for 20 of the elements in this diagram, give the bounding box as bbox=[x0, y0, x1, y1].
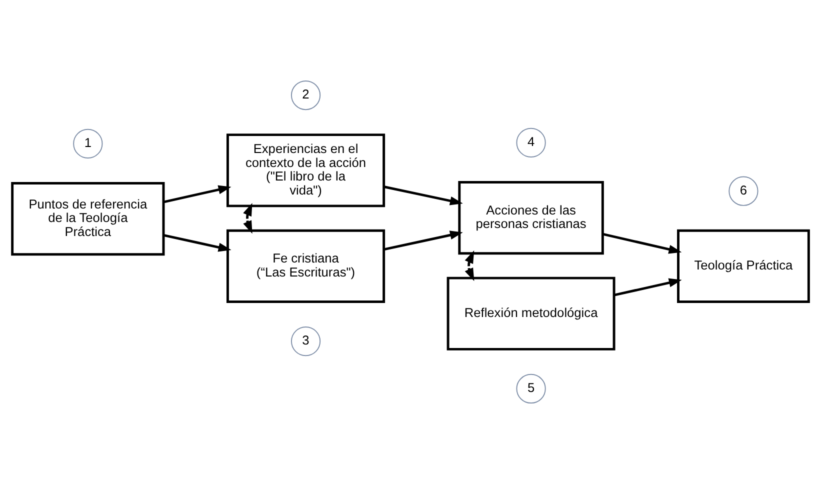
node-circle: 2 bbox=[290, 80, 321, 110]
node-circle: 5 bbox=[516, 374, 546, 404]
node-circle: 4 bbox=[516, 128, 546, 158]
node-circle: 6 bbox=[728, 176, 758, 206]
arrow bbox=[384, 186, 463, 206]
arrow bbox=[614, 278, 682, 296]
node-box: Puntos de referencia de la Teología Práctica bbox=[11, 182, 165, 256]
arrow bbox=[602, 232, 682, 254]
node-box: Reflexión metodológica bbox=[446, 276, 616, 350]
node-box: Acciones de las personas cristianas bbox=[458, 180, 604, 255]
arrow bbox=[163, 234, 232, 252]
node-circle: 3 bbox=[290, 326, 321, 356]
node-box: Fe cristiana (“Las Escrituras") bbox=[226, 229, 386, 303]
node-circle: 1 bbox=[73, 128, 103, 159]
arrow bbox=[384, 230, 463, 251]
arrow bbox=[464, 250, 474, 282]
node-box: Teología Práctica bbox=[677, 229, 810, 303]
arrow bbox=[163, 185, 232, 204]
arrow bbox=[243, 202, 252, 234]
node-box: Experiencias en el contexto de la acción ("El libro de la vida") bbox=[226, 134, 386, 208]
